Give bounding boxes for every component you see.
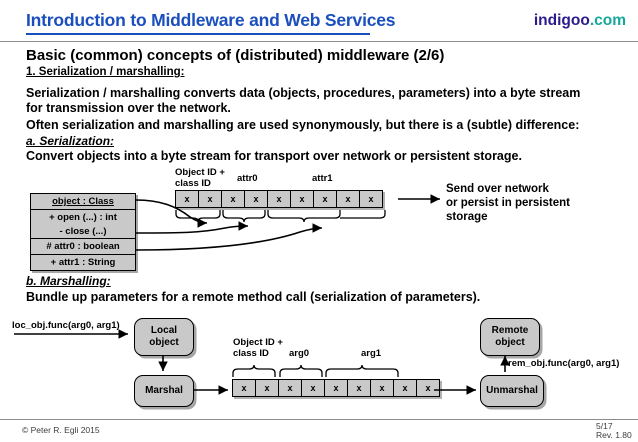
section-heading: Basic (common) concepts of (distributed)… <box>26 47 445 64</box>
marshal-box: Marshal <box>134 375 194 407</box>
byte-cell: x <box>314 191 337 207</box>
uml-attribute-1: + attr1 : String <box>31 254 135 270</box>
paragraph-1-line-1: Serialization / marshalling converts dat… <box>26 86 581 100</box>
send-note-line-1: Send over network <box>446 183 549 195</box>
local-call-label: loc_obj.func(arg0, arg1) <box>12 320 120 331</box>
marshal-stream-label-arg1: arg1 <box>361 348 382 359</box>
byte-cell: x <box>291 191 314 207</box>
marshal-stream-label-object-id: Object ID + class ID <box>233 337 283 359</box>
byte-cell: x <box>279 380 302 396</box>
marshal-stream-label-object-id-line-1: Object ID + <box>233 337 283 348</box>
paragraph-1-line-2: for transmission over the network. <box>26 101 231 115</box>
byte-cell: x <box>199 191 222 207</box>
uml-class-header: object : Class <box>31 194 135 209</box>
copyright-notice: © Peter R. Egli 2015 <box>22 425 100 435</box>
subheading-b: b. Marshalling: <box>26 274 111 288</box>
send-note-line-3: storage <box>446 211 488 223</box>
byte-cell: x <box>360 191 382 207</box>
brand-tld: .com <box>589 12 626 29</box>
subheading-a: a. Serialization: <box>26 134 115 148</box>
send-note-line-2: or persist in persistent <box>446 197 570 209</box>
byte-cell: x <box>176 191 199 207</box>
paragraph-3: Convert objects into a byte stream for t… <box>26 149 522 163</box>
uml-class-box: object : Class + open (...) : int - clos… <box>30 193 136 271</box>
subheading-1: 1. Serialization / marshalling: <box>26 66 185 78</box>
local-object-line-2: object <box>149 337 179 348</box>
byte-cell: x <box>256 380 279 396</box>
title-underline <box>26 33 370 35</box>
unmarshal-box: Unmarshal <box>480 375 544 407</box>
uml-method-1: - close (...) <box>59 226 107 237</box>
byte-cell: x <box>245 191 268 207</box>
stream-label-attr1: attr1 <box>312 173 333 184</box>
paragraph-4: Bundle up parameters for a remote method… <box>26 290 481 304</box>
byte-cell: x <box>325 380 348 396</box>
byte-cell: x <box>337 191 360 207</box>
byte-cell: x <box>222 191 245 207</box>
byte-cell: x <box>371 380 394 396</box>
remote-object-line-2: object <box>495 337 525 348</box>
stream-label-object-id: Object ID + class ID <box>175 167 225 189</box>
remote-object-line-1: Remote <box>491 325 529 336</box>
marshal-stream-label-object-id-line-2: class ID <box>233 348 269 359</box>
paragraph-2: Often serialization and marshalling are … <box>26 118 580 132</box>
stream-label-object-id-line-1: Object ID + <box>175 167 225 178</box>
byte-cell: x <box>417 380 439 396</box>
remote-call-label: rem_obj.func(arg0, arg1) <box>508 358 620 369</box>
byte-cell: x <box>233 380 256 396</box>
page-number: 5/17 <box>596 421 613 431</box>
uml-attribute-0: # attr0 : boolean <box>31 238 135 254</box>
local-object-box: Local object <box>134 318 194 356</box>
remote-object-box: Remote object <box>480 318 540 356</box>
slide-header: Introduction to Middleware and Web Servi… <box>0 0 638 40</box>
page-title: Introduction to Middleware and Web Servi… <box>26 10 396 30</box>
uml-class-name: object : Class <box>52 196 114 207</box>
byte-cell: x <box>268 191 291 207</box>
local-object-line-1: Local <box>150 325 178 336</box>
revision-label: Rev. 1.80 <box>596 430 632 440</box>
footer-divider <box>0 419 638 420</box>
stream-label-object-id-line-2: class ID <box>175 178 211 189</box>
stream-label-attr0: attr0 <box>237 173 258 184</box>
marshal-stream-label-arg0: arg0 <box>289 348 310 359</box>
byte-cell: x <box>394 380 417 396</box>
byte-cell: x <box>348 380 371 396</box>
brand-name: indigoo <box>533 12 590 29</box>
send-over-network-note: Send over network or persist in persiste… <box>446 182 570 224</box>
uml-method-0: + open (...) : int <box>31 209 135 224</box>
header-divider <box>0 41 638 42</box>
byte-cell: x <box>302 380 325 396</box>
brand-logo: indigoo.com <box>534 12 626 30</box>
